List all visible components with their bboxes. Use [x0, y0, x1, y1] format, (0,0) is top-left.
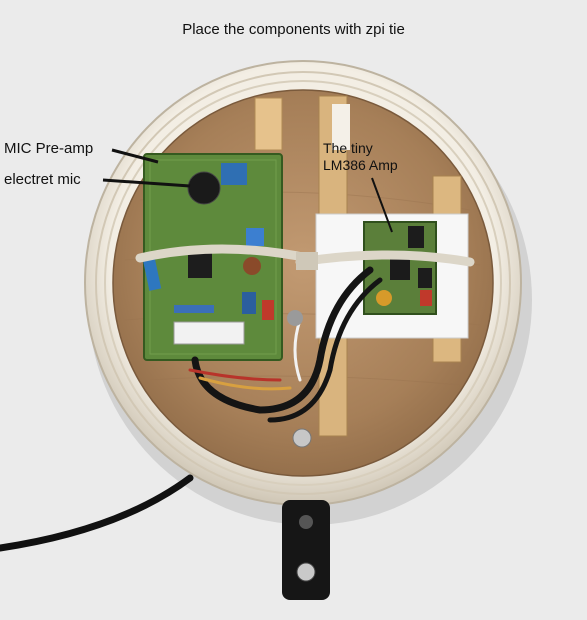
- screw-terminals: [173, 321, 245, 345]
- ring-groove-2: [104, 80, 502, 486]
- preamp-ic: [188, 252, 212, 278]
- preamp-board: [142, 153, 283, 361]
- stick-tag: [332, 104, 350, 150]
- zip-tie-right: [295, 250, 475, 267]
- amp-assembly: [315, 213, 469, 339]
- label-preamp: MIC Pre-amp: [4, 140, 94, 157]
- zip-tie-head: [296, 252, 318, 270]
- preamp-arrow: [111, 148, 159, 164]
- label-electret-mic: electret mic: [4, 171, 81, 188]
- grommet: [287, 310, 303, 326]
- mic-arrow: [102, 178, 191, 188]
- wires: [188, 266, 383, 423]
- ring-groove-1: [95, 71, 511, 495]
- amp-cap-2: [418, 268, 432, 288]
- amp-arrow: [371, 177, 393, 233]
- brown-cap: [243, 257, 261, 275]
- label-amp-line-1: The tiny: [323, 140, 373, 156]
- mic-terminal: [221, 163, 247, 185]
- label-amp-line-2: LM386 Amp: [323, 157, 398, 173]
- amp-red-cap: [420, 290, 432, 306]
- caption: Place the components with zpi tie: [182, 21, 405, 38]
- screw: [292, 428, 312, 448]
- amp-cap-3: [376, 290, 392, 306]
- zip-tie-left: [135, 244, 313, 263]
- trimmer: [246, 228, 264, 246]
- blue-cap: [142, 257, 162, 291]
- red-cap: [262, 300, 274, 320]
- electrolytic-cap: [242, 292, 256, 314]
- amp-ic: [390, 258, 410, 280]
- resistor: [174, 305, 214, 313]
- amp-cap-1: [408, 226, 424, 248]
- stick-left: [254, 97, 283, 151]
- electret-mic: [187, 171, 221, 205]
- external-cable: [0, 474, 194, 552]
- mount-bracket: [282, 500, 330, 600]
